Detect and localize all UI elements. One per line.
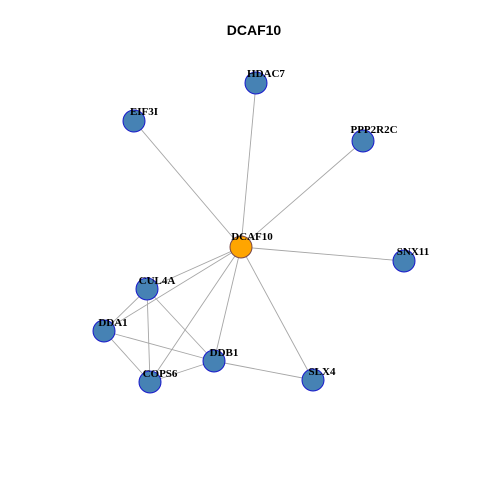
node-dda1: DDA1 <box>92 317 128 343</box>
edge-dcaf10-cops6 <box>149 246 242 383</box>
edge-ddb1-slx4 <box>213 360 314 381</box>
node-circle-snx11 <box>392 249 416 273</box>
diagram-title: DCAF10 <box>227 22 282 38</box>
node-label-cul4a: CUL4A <box>139 275 176 287</box>
edge-dda1-ddb1 <box>103 330 215 362</box>
edge-dcaf10-hdac7 <box>240 82 257 248</box>
edge-cul4a-cops6 <box>146 288 151 383</box>
edge-dcaf10-snx11 <box>240 246 405 262</box>
node-label-dda1: DDA1 <box>98 317 127 329</box>
node-snx11: SNX11 <box>392 246 429 273</box>
node-circle-dda1 <box>92 319 116 343</box>
node-circle-dcaf10 <box>229 235 253 259</box>
edge-dcaf10-dda1 <box>103 246 242 332</box>
node-label-slx4: SLX4 <box>309 366 336 378</box>
node-label-ddb1: DDB1 <box>210 347 239 359</box>
node-cops6: COPS6 <box>138 368 178 394</box>
node-ppp2r2c: PPP2R2C <box>350 124 398 153</box>
edge-dcaf10-cul4a <box>146 246 242 290</box>
node-circle-hdac7 <box>244 71 268 95</box>
node-label-cops6: COPS6 <box>143 368 178 380</box>
edge-cul4a-ddb1 <box>146 288 215 362</box>
node-dcaf10: DCAF10 <box>229 231 273 259</box>
edge-dcaf10-ddb1 <box>213 246 242 362</box>
node-circle-cops6 <box>138 370 162 394</box>
node-circle-eif3i <box>122 109 146 133</box>
node-slx4: SLX4 <box>301 366 336 392</box>
node-eif3i: EIF3I <box>122 106 158 133</box>
node-label-eif3i: EIF3I <box>130 106 158 118</box>
node-circle-cul4a <box>135 277 159 301</box>
node-cul4a: CUL4A <box>135 275 176 301</box>
edge-dcaf10-eif3i <box>133 120 242 248</box>
node-circle-ddb1 <box>202 349 226 373</box>
node-circle-slx4 <box>301 368 325 392</box>
edge-dcaf10-slx4 <box>240 246 314 381</box>
node-circle-ppp2r2c <box>351 129 375 153</box>
node-hdac7: HDAC7 <box>244 68 285 95</box>
node-ddb1: DDB1 <box>202 347 239 373</box>
node-label-dcaf10: DCAF10 <box>231 231 273 243</box>
edge-dcaf10-ppp2r2c <box>240 140 364 248</box>
node-label-hdac7: HDAC7 <box>247 68 285 80</box>
node-label-snx11: SNX11 <box>397 246 429 258</box>
node-label-ppp2r2c: PPP2R2C <box>350 124 397 136</box>
